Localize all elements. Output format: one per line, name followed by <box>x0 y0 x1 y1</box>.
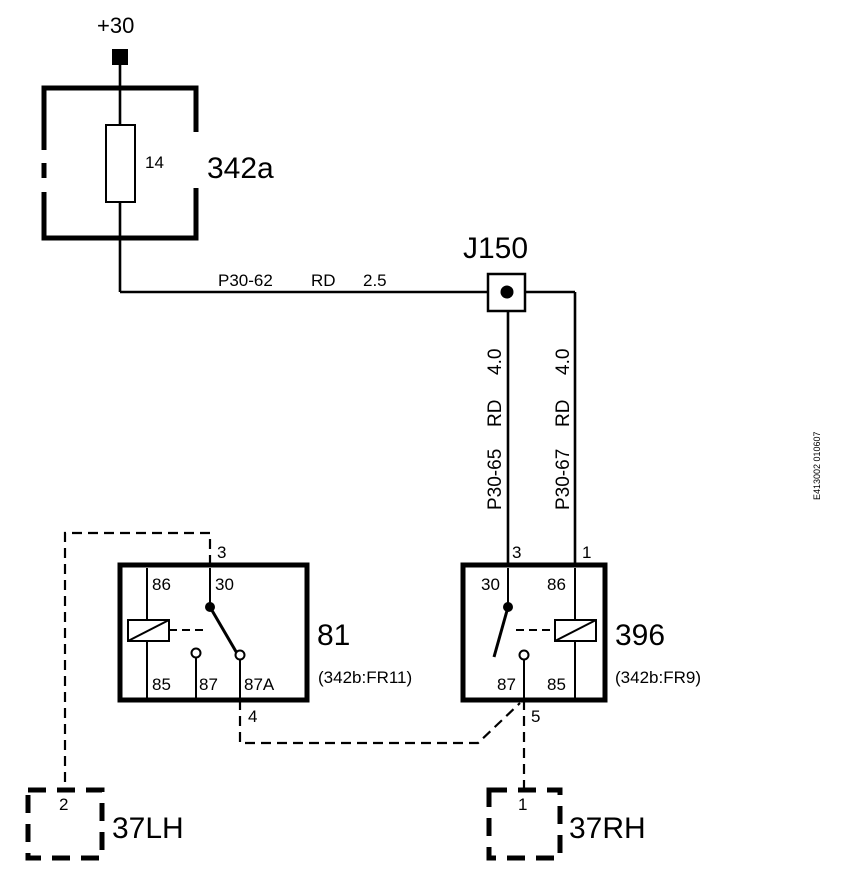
relay81-conn-pin-bottom: 4 <box>248 707 257 726</box>
wire-main-color: RD <box>311 271 336 290</box>
wire-left-size: 4.0 <box>485 349 506 375</box>
relay396-pin-87: 87 <box>497 675 516 694</box>
relay396-label: 396 <box>615 619 665 652</box>
relay396-conn-pin-top-left: 3 <box>512 543 521 562</box>
drawing-stamp: E413002 010607 <box>812 431 822 500</box>
relay396-pin-85: 85 <box>547 675 566 694</box>
relay81-pin-30: 30 <box>215 575 234 594</box>
relay396-conn-pin-bottom: 5 <box>531 707 540 726</box>
relay81-location: (342b:FR11) <box>318 668 412 687</box>
relay396-pin-30: 30 <box>481 575 500 594</box>
relay-81: 3 86 30 85 87 87A 81 (342b:FR11) 4 <box>63 531 412 790</box>
fuse-box-342a: 14 342a <box>41 65 274 292</box>
wire-left-color: RD <box>485 400 506 427</box>
relay396-conn-pin-top-right: 1 <box>582 543 591 562</box>
relay81-pin-86: 86 <box>152 575 171 594</box>
relay81-conn-pin-top: 3 <box>217 543 226 562</box>
wire-right-size: 4.0 <box>553 349 574 375</box>
wire-right-color: RD <box>553 400 574 427</box>
relay81-pin-87a: 87A <box>244 675 275 694</box>
relay-396: 3 1 30 86 87 85 396 (342b:FR9) 5 <box>460 543 701 726</box>
supply-terminal <box>112 49 128 65</box>
junction-label: J150 <box>463 232 528 265</box>
wire-main-size: 2.5 <box>363 271 387 290</box>
connector-37rh-label: 37RH <box>569 812 646 845</box>
relay81-label: 81 <box>317 619 350 652</box>
relay81-pin-85: 85 <box>152 675 171 694</box>
dashed-link-37lh <box>63 531 212 790</box>
connector-37lh-label: 37LH <box>112 812 184 845</box>
fuse-box-label: 342a <box>207 152 274 185</box>
connector-37lh-pin: 2 <box>59 795 68 814</box>
connector-37rh: 1 37RH <box>486 787 646 861</box>
relay81-pin-87: 87 <box>199 675 218 694</box>
relay396-pin-86: 86 <box>547 575 566 594</box>
wire-left-code: P30-65 <box>485 449 506 510</box>
relay396-location: (342b:FR9) <box>615 668 701 687</box>
supply-label: +30 <box>97 13 134 38</box>
connector-37rh-pin: 1 <box>518 795 527 814</box>
connector-37lh: 2 37LH <box>25 787 184 861</box>
junction-j150: J150 <box>463 232 575 313</box>
dashed-link-87a-87 <box>238 700 521 745</box>
wire-main-code: P30-62 <box>218 271 273 290</box>
wire-right-code: P30-67 <box>553 449 574 510</box>
fuse-number: 14 <box>145 153 164 172</box>
fuse-symbol <box>105 124 136 203</box>
